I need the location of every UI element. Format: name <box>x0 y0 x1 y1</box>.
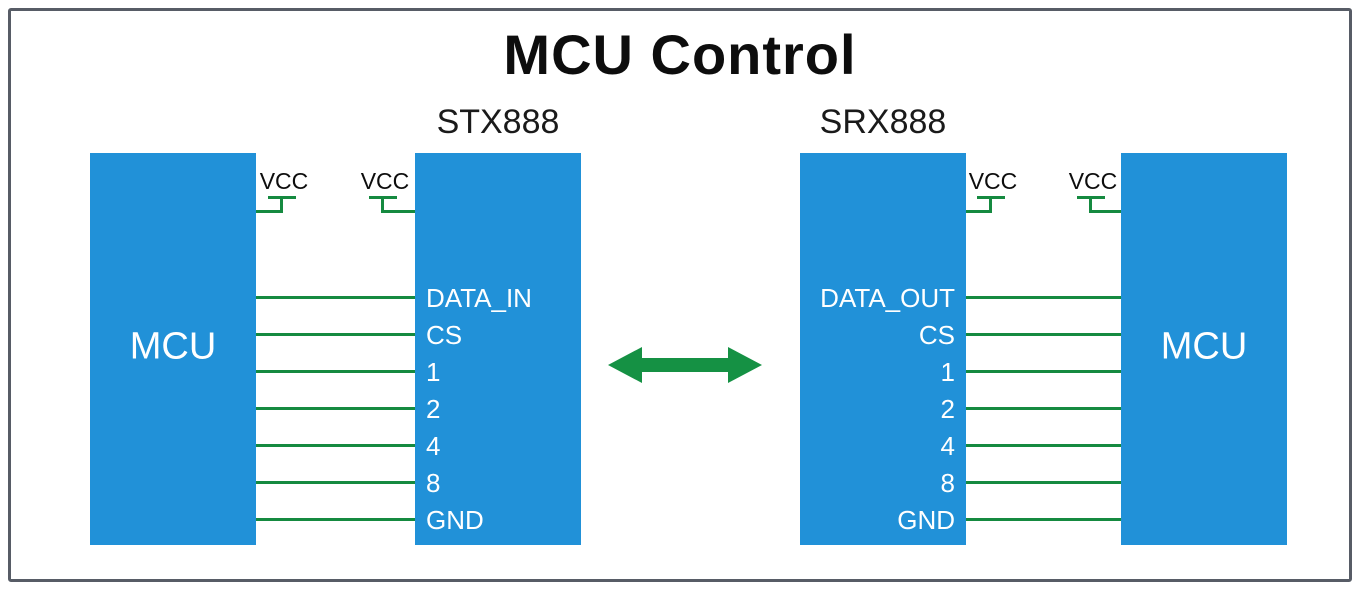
right-mcu-text: MCU <box>1160 325 1248 368</box>
pin-label: 2 <box>940 394 955 424</box>
left-mcu-block: MCU <box>90 153 256 545</box>
vcc-symbol-stem <box>989 196 992 213</box>
pin-wire <box>256 296 415 299</box>
pin-label: 4 <box>426 431 441 461</box>
pin-label: DATA_IN <box>426 283 532 313</box>
vcc-symbol-stem <box>1089 196 1092 213</box>
bidirectional-arrow-icon <box>608 347 762 383</box>
pin-label: 8 <box>940 468 955 498</box>
pin-label: 8 <box>426 468 441 498</box>
pin-wire <box>256 481 415 484</box>
pin-label: 4 <box>940 431 955 461</box>
pin-wire <box>966 444 1121 447</box>
pin-wire <box>256 518 415 521</box>
vcc-symbol-foot <box>966 210 992 213</box>
srx888-label: SRX888 <box>819 103 947 141</box>
pin-wire <box>256 333 415 336</box>
right-mcu-block: MCU <box>1121 153 1287 545</box>
vcc-symbol-foot <box>1092 210 1121 213</box>
vcc-label: VCC <box>360 168 410 194</box>
pin-label: GND <box>897 505 955 535</box>
vcc-label: VCC <box>968 168 1018 194</box>
stx888-label: STX888 <box>436 103 560 141</box>
pin-label: 2 <box>426 394 441 424</box>
pin-wire <box>256 444 415 447</box>
vcc-label: VCC <box>1068 168 1118 194</box>
pin-wire <box>256 370 415 373</box>
pin-wire <box>966 296 1121 299</box>
pin-label: CS <box>426 320 463 350</box>
vcc-symbol-foot <box>256 210 283 213</box>
vcc-symbol-foot <box>384 210 415 213</box>
pin-label: 1 <box>940 357 955 387</box>
pin-label: GND <box>426 505 484 535</box>
srx888-block: DATA_OUT CS 1 2 4 8 GND <box>800 153 966 545</box>
pin-wire <box>966 481 1121 484</box>
pin-label: CS <box>918 320 955 350</box>
pin-label: DATA_OUT <box>820 283 955 313</box>
pin-label: 1 <box>426 357 441 387</box>
pin-wire <box>966 370 1121 373</box>
vcc-label: VCC <box>259 168 309 194</box>
diagram-title: MCU Control <box>503 23 857 86</box>
pin-wire <box>256 407 415 410</box>
pin-wire <box>966 407 1121 410</box>
left-mcu-text: MCU <box>129 325 217 368</box>
stx888-block: DATA_IN CS 1 2 4 8 GND <box>415 153 581 545</box>
vcc-symbol-stem <box>381 196 384 213</box>
pin-wire <box>966 333 1121 336</box>
diagram-border <box>8 8 1352 582</box>
vcc-symbol-stem <box>280 196 283 213</box>
pin-wire <box>966 518 1121 521</box>
